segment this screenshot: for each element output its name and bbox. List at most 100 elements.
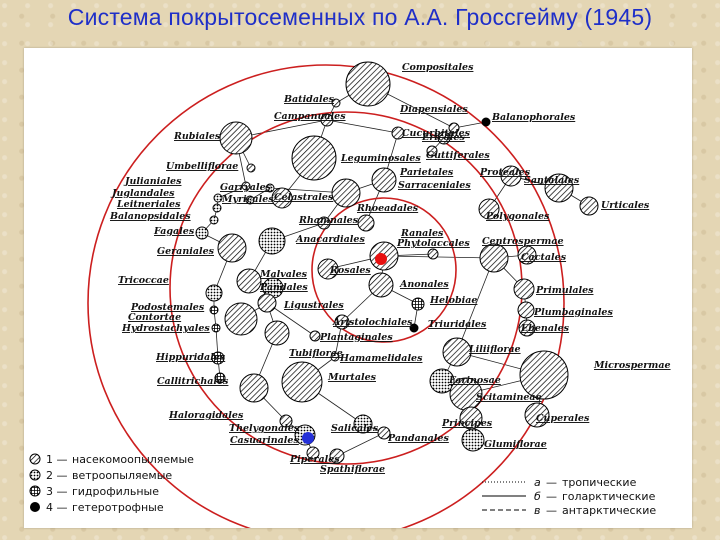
label-rosales: Rosales bbox=[329, 265, 371, 276]
label-leitneriales: Leitneriales bbox=[116, 199, 181, 210]
label-ranales: Ranales bbox=[400, 228, 444, 239]
node-triuridales bbox=[409, 323, 419, 333]
label-haloragidales: Haloragidales bbox=[168, 410, 244, 421]
legend-letter-a: а bbox=[534, 476, 541, 489]
label-plantaginales: Plantaginales bbox=[319, 332, 393, 343]
label-fagales: Fagales bbox=[153, 226, 195, 237]
node-anonales bbox=[368, 272, 394, 298]
node-primulales bbox=[513, 278, 535, 300]
label-casuarinales: Casuarinales bbox=[230, 435, 299, 446]
label-malvales: Malvales bbox=[259, 269, 308, 280]
node-leitneriales bbox=[212, 203, 222, 213]
node-celastrales bbox=[271, 187, 293, 209]
node-polygonales bbox=[478, 198, 500, 220]
node-guttiferales bbox=[426, 145, 438, 157]
legend-num-3: 3 — bbox=[46, 485, 68, 498]
node-proteales bbox=[500, 165, 522, 187]
node-tricoccae bbox=[205, 284, 223, 302]
node-rhamnales bbox=[317, 216, 331, 230]
node-sarraceniales bbox=[331, 178, 361, 208]
node-santalales bbox=[544, 173, 574, 203]
label-contortae: Contortae bbox=[128, 312, 181, 323]
node-ericales bbox=[437, 131, 451, 145]
label-centrospermae: Centrospermae bbox=[482, 236, 564, 247]
label-cactales: Cactales bbox=[521, 252, 567, 263]
node-balanophorales bbox=[481, 117, 491, 127]
label-balanophorales: Balanophorales bbox=[491, 112, 576, 123]
node-microspermae bbox=[519, 350, 569, 400]
label-cucurbitales: Cucurbitales bbox=[402, 128, 471, 139]
label-garryales: Garryales bbox=[220, 182, 272, 193]
label-rubiales: Rubiales bbox=[173, 131, 221, 142]
branch-juglandales bbox=[217, 185, 247, 199]
branch-cucurbitales bbox=[326, 119, 399, 134]
label-batidales: Batidales bbox=[283, 94, 335, 105]
node-glumiflorae bbox=[461, 428, 485, 452]
label-murtales: Murtales bbox=[327, 372, 377, 383]
legend-text-4: гетеротрофные bbox=[72, 501, 164, 514]
label-polygonales: Polygonales bbox=[485, 211, 550, 222]
branch-centrospermae bbox=[383, 255, 495, 259]
node-contortae bbox=[224, 302, 258, 336]
label-tubiflorae: Tubiflorae bbox=[289, 348, 343, 359]
label-anacardiales: Anacardiales bbox=[295, 234, 365, 245]
label-thelygonales: Thelygonales bbox=[229, 423, 300, 434]
label-pandales: Pandales bbox=[259, 282, 308, 293]
svg-text:—: — bbox=[546, 490, 557, 503]
legend-text-3: гидрофильные bbox=[72, 485, 159, 498]
label-tricoccae: Tricoccae bbox=[118, 275, 169, 286]
legend-letter-c: в bbox=[534, 504, 540, 517]
legend-text-c: антарктические bbox=[562, 504, 656, 517]
label-umbelliflorae: Umbelliflorae bbox=[166, 161, 238, 172]
inner-ring bbox=[311, 197, 457, 343]
legend-text-b: голарктические bbox=[562, 490, 656, 503]
node-cactales bbox=[517, 245, 537, 265]
legend-text-a: тропические bbox=[562, 476, 637, 489]
node-salicales bbox=[353, 414, 373, 434]
label-spathiflorae: Spathiflorae bbox=[320, 464, 385, 475]
svg-text:—: — bbox=[546, 504, 557, 517]
label-proteales: Proteales bbox=[479, 167, 531, 178]
node-callitrichales bbox=[214, 372, 226, 384]
node-ebenales bbox=[518, 319, 536, 337]
label-scitamineae: Scitamineae bbox=[476, 392, 542, 403]
label-julianiales: Julianiales bbox=[123, 176, 182, 187]
taxon-nodes bbox=[195, 61, 599, 464]
label-santalales: Santalales bbox=[524, 175, 580, 186]
node-batidales bbox=[331, 98, 341, 108]
node-urticales bbox=[579, 196, 599, 216]
node-thelygonales bbox=[279, 414, 293, 428]
branch-plantaginales bbox=[266, 302, 316, 337]
label-cuperales: Cuperales bbox=[536, 413, 590, 424]
label-ligustrales: Ligustrales bbox=[283, 300, 344, 311]
outer-ring bbox=[87, 64, 565, 528]
node-cucurbitales bbox=[391, 126, 405, 140]
label-aristolochiales: Aristolochiales bbox=[332, 317, 413, 328]
label-podostemales: Podostemales bbox=[130, 302, 205, 313]
node-hydrostachyales bbox=[211, 323, 221, 333]
label-balanopsidales: Balanopsidales bbox=[109, 211, 191, 222]
legend-swatch-hetero bbox=[30, 502, 40, 512]
legend: 1 — насекомоопыляемые 2 — ветроопыляемые… bbox=[29, 453, 656, 517]
node-balanopsidales bbox=[209, 215, 219, 225]
label-rhamnales: Rhamnales bbox=[298, 215, 359, 226]
node-plumbaginales bbox=[517, 301, 535, 319]
node-ligustrales bbox=[257, 293, 277, 313]
label-principes: Principes bbox=[441, 418, 493, 429]
branch-spathiflorae bbox=[336, 432, 385, 457]
node-rosales bbox=[317, 258, 339, 280]
label-primulales: Primulales bbox=[535, 285, 594, 296]
climate-rings bbox=[87, 64, 565, 528]
phylogeny-diagram: CompositalesBatidalesCampanualesDiapensi… bbox=[29, 61, 671, 528]
label-myricales: Myricales bbox=[221, 194, 274, 205]
node-anacardiales bbox=[258, 227, 286, 255]
legend-text-2: ветроопыляемые bbox=[72, 469, 172, 482]
node-haloragidales bbox=[239, 373, 269, 403]
label-campanuales: Campanuales bbox=[274, 111, 346, 122]
node-campanuales bbox=[320, 113, 334, 127]
label-sarraceniales: Sarraceniales bbox=[398, 180, 471, 191]
label-farinosae: Farinosae bbox=[448, 375, 501, 386]
taxon-labels: CompositalesBatidalesCampanualesDiapensi… bbox=[109, 62, 671, 475]
node-compositales bbox=[345, 61, 391, 107]
